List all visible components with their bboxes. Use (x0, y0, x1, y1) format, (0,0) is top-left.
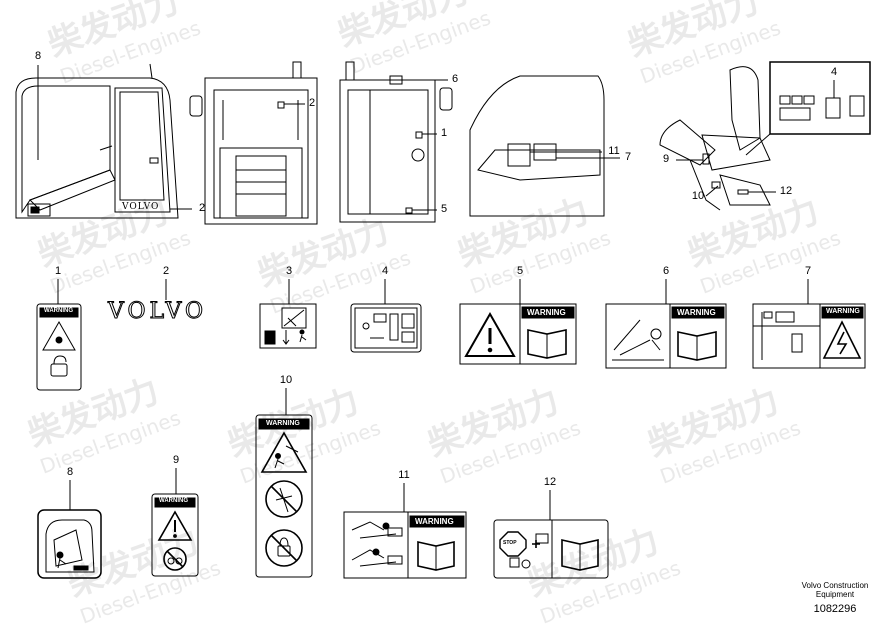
decal-6 (605, 303, 727, 369)
callout-7: 7 (804, 265, 812, 277)
callout-1: 1 (54, 265, 62, 277)
callout-5-top: 5 (440, 203, 448, 215)
callout-8: 8 (66, 466, 74, 478)
callout-9: 9 (172, 454, 180, 466)
decal-5-warning-header: WARNING (527, 308, 566, 317)
decal-6-warning-header: WARNING (677, 308, 716, 317)
callout-12: 12 (543, 476, 557, 488)
decal-9 (151, 493, 199, 577)
leader-lines (37, 65, 835, 520)
callout-6: 6 (662, 265, 670, 277)
callout-2: 2 (162, 265, 170, 277)
callout-4: 4 (381, 265, 389, 277)
callout-11: 11 (398, 469, 410, 481)
callout-3: 3 (285, 265, 293, 277)
callout-9-top: 9 (662, 153, 670, 165)
decal-10 (255, 414, 313, 578)
callout-11-top: 11 (608, 145, 620, 157)
decal-12-stop-label: STOP (503, 540, 517, 546)
decal-11-warning-header: WARNING (415, 517, 454, 526)
footer-part-number: 1082296 (813, 603, 857, 615)
cab-side-view (15, 63, 179, 219)
cab-rear-view (189, 61, 318, 225)
footer: Volvo Construction Equipment 1082296 (800, 581, 870, 615)
operator-seat (659, 61, 871, 211)
decal-12 (493, 519, 609, 579)
decal-7 (752, 303, 866, 369)
decal-8 (37, 509, 102, 579)
callout-4-top: 4 (830, 66, 838, 78)
decal-4 (350, 303, 422, 353)
callout-2-top-b: 2 (308, 97, 316, 109)
callout-8-top: 8 (34, 50, 42, 62)
cab-front-view (339, 61, 453, 223)
callout-10: 10 (279, 374, 293, 386)
decal-2-volvo-wordmark: VOLVO (107, 299, 208, 325)
footer-company: Volvo Construction Equipment (801, 581, 869, 599)
decal-3 (259, 303, 317, 349)
decal-1-warning-header: WARNING (44, 308, 73, 314)
decal-9-warning-header: WARNING (159, 498, 188, 504)
callout-7-top: 7 (624, 151, 632, 163)
decal-5 (459, 303, 577, 365)
decal-11 (343, 511, 467, 579)
callout-2-top-a: 2 (198, 202, 206, 214)
callout-1-top: 1 (440, 127, 448, 139)
cab-console-view (469, 75, 605, 217)
callout-5: 5 (516, 265, 524, 277)
cab-volvo-badge: VOLVO (122, 202, 160, 212)
decal-10-warning-header: WARNING (266, 420, 300, 427)
decal-1 (36, 303, 82, 391)
callout-12-top: 12 (779, 185, 793, 197)
callout-10-top: 10 (691, 190, 705, 202)
decal-7-warning-header: WARNING (826, 308, 860, 315)
callout-6-top: 6 (451, 73, 459, 85)
